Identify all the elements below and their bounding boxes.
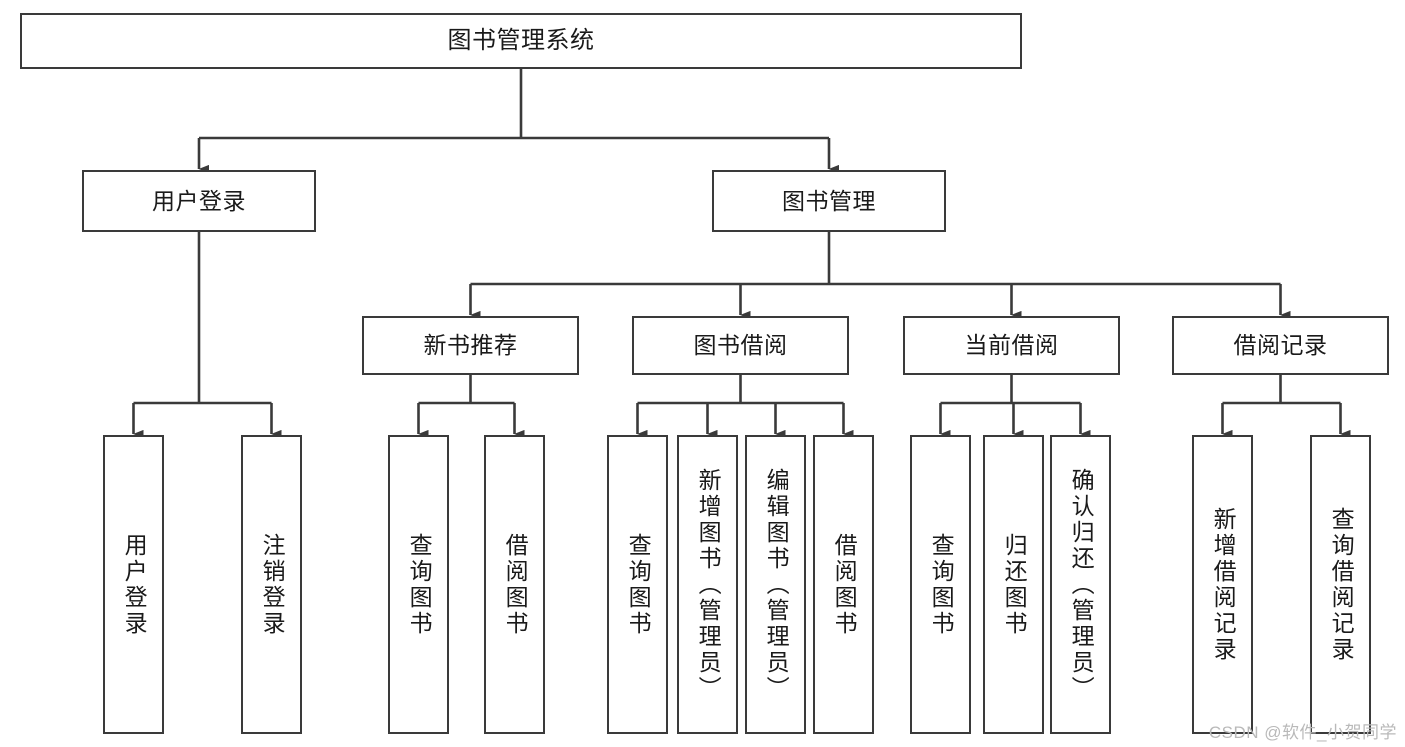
node-leaf-user-logout[interactable]: 注销登录	[241, 435, 302, 734]
node-leaf-user-login[interactable]: 用户登录	[103, 435, 164, 734]
node-leaf-query-book-2[interactable]: 查询图书	[607, 435, 668, 734]
node-label: 借阅图书	[831, 532, 858, 637]
node-label: 借阅图书	[502, 532, 529, 637]
node-label: 新书推荐	[423, 332, 518, 359]
node-label: 编辑图书（管理员）	[763, 467, 790, 702]
node-label: 确认归还（管理员）	[1068, 467, 1095, 702]
node-leaf-query-book-3[interactable]: 查询图书	[910, 435, 971, 734]
node-leaf-return-book[interactable]: 归还图书	[983, 435, 1044, 734]
node-label: 新增图书（管理员）	[695, 467, 722, 702]
node-label: 查询图书	[625, 532, 652, 637]
node-label: 用户登录	[121, 532, 148, 637]
node-label: 查询图书	[406, 532, 433, 637]
node-leaf-borrow-book-2[interactable]: 借阅图书	[813, 435, 874, 734]
node-book-manage[interactable]: 图书管理	[712, 170, 946, 232]
node-leaf-add-record[interactable]: 新增借阅记录	[1192, 435, 1253, 734]
node-label: 图书管理系统	[447, 27, 595, 55]
node-label: 当前借阅	[964, 332, 1059, 359]
node-book-borrow[interactable]: 图书借阅	[632, 316, 849, 375]
node-label: 图书管理	[782, 187, 876, 214]
node-label: 归还图书	[1001, 532, 1028, 637]
node-leaf-edit-book[interactable]: 编辑图书（管理员）	[745, 435, 806, 734]
node-label: 图书借阅	[693, 332, 788, 359]
node-leaf-borrow-book-1[interactable]: 借阅图书	[484, 435, 545, 734]
node-leaf-confirm-return[interactable]: 确认归还（管理员）	[1050, 435, 1111, 734]
node-label: 新增借阅记录	[1210, 506, 1237, 663]
node-borrow-record[interactable]: 借阅记录	[1172, 316, 1389, 375]
node-label: 查询图书	[928, 532, 955, 637]
node-root[interactable]: 图书管理系统	[20, 13, 1022, 69]
watermark: CSDN @软件_小贺同学	[1208, 723, 1397, 742]
node-new-book-rec[interactable]: 新书推荐	[362, 316, 579, 375]
node-leaf-add-book[interactable]: 新增图书（管理员）	[677, 435, 738, 734]
node-label: 注销登录	[259, 532, 286, 637]
node-current-borrow[interactable]: 当前借阅	[903, 316, 1120, 375]
node-leaf-query-book-1[interactable]: 查询图书	[388, 435, 449, 734]
node-label: 借阅记录	[1233, 332, 1328, 359]
node-user-login[interactable]: 用户登录	[82, 170, 316, 232]
node-label: 用户登录	[152, 187, 246, 214]
node-leaf-query-record[interactable]: 查询借阅记录	[1310, 435, 1371, 734]
node-label: 查询借阅记录	[1328, 506, 1355, 663]
